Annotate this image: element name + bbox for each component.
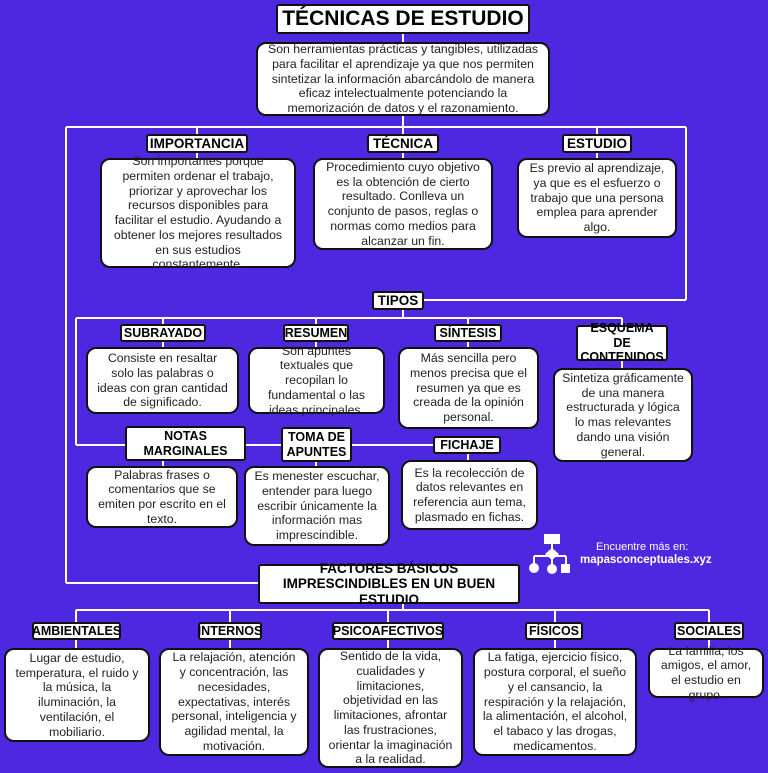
- factores-label: FACTORES BÁSICOS IMPRESCINDIBLES EN UN B…: [258, 561, 520, 607]
- psicoafectivos-box: Sentido de la vida, cualidades y limitac…: [318, 648, 463, 768]
- diagram-logo-icon: [529, 534, 570, 574]
- sociales-label: SOCIALES: [674, 622, 744, 640]
- importancia-box: Son importantes porque permiten ordenar …: [100, 154, 296, 271]
- branding-url[interactable]: mapasconceptuales.xyz: [580, 554, 712, 566]
- esquema-box: Sintetiza gráficamente de una manera est…: [553, 368, 693, 462]
- tecnica-box: Procedimiento cuyo objetivo es la obtenc…: [313, 158, 493, 250]
- internos-box: La relajación, atención y concentración,…: [159, 648, 309, 756]
- notas-label: NOTAS MARGINALES: [125, 426, 246, 461]
- subrayado-label: SUBRAYADO: [120, 324, 206, 342]
- fichaje-box: Es la recolección de datos relevantes en…: [401, 460, 538, 530]
- importancia-label: IMPORTANCIA: [146, 134, 248, 153]
- sintesis-box: Más sencilla pero menos precisa que el r…: [398, 347, 539, 429]
- ambientales-label: AMBIENTALES: [32, 622, 121, 640]
- notas-box: Palabras frases o comentarios que se emi…: [86, 466, 238, 528]
- psicoafectivos-label: PSICOAFECTIVOS: [332, 622, 444, 640]
- branding-caption: Encuentre más en:: [596, 541, 689, 553]
- estudio-label: ESTUDIO: [562, 134, 632, 153]
- tipos-label: TIPOS: [372, 291, 424, 310]
- estudio-box: Es previo al aprendizaje, ya que es el e…: [517, 158, 677, 238]
- main-title: TÉCNICAS DE ESTUDIO: [276, 4, 530, 34]
- esquema-label: ESQUEMA DE CONTENIDOS: [576, 321, 668, 364]
- sociales-box: La familia, los amigos, el amor, el estu…: [648, 644, 764, 702]
- ambientales-box: Lugar de estudio, temperatura, el ruido …: [4, 648, 150, 742]
- subrayado-box: Consiste en resaltar solo las palabras o…: [86, 347, 239, 414]
- toma-label: TOMA DE APUNTES: [281, 427, 352, 462]
- fichaje-label: FICHAJE: [433, 436, 501, 454]
- resumen-label: RESUMEN: [283, 324, 349, 342]
- branding[interactable]: Encuentre más en: mapasconceptuales.xyz: [526, 532, 726, 578]
- internos-label: INTERNOS: [198, 622, 262, 640]
- fisicos-box: La fatiga, ejercicio físico, postura cor…: [473, 648, 637, 756]
- tecnica-label: TÉCNICA: [367, 134, 439, 153]
- definition-box: Son herramientas prácticas y tangibles, …: [256, 42, 550, 116]
- fisicos-label: FÍSICOS: [525, 622, 583, 640]
- toma-box: Es menester escuchar, entender para lueg…: [244, 466, 390, 546]
- resumen-box: Son apuntes textuales que recopilan lo f…: [248, 344, 385, 417]
- sintesis-label: SÍNTESIS: [434, 324, 502, 342]
